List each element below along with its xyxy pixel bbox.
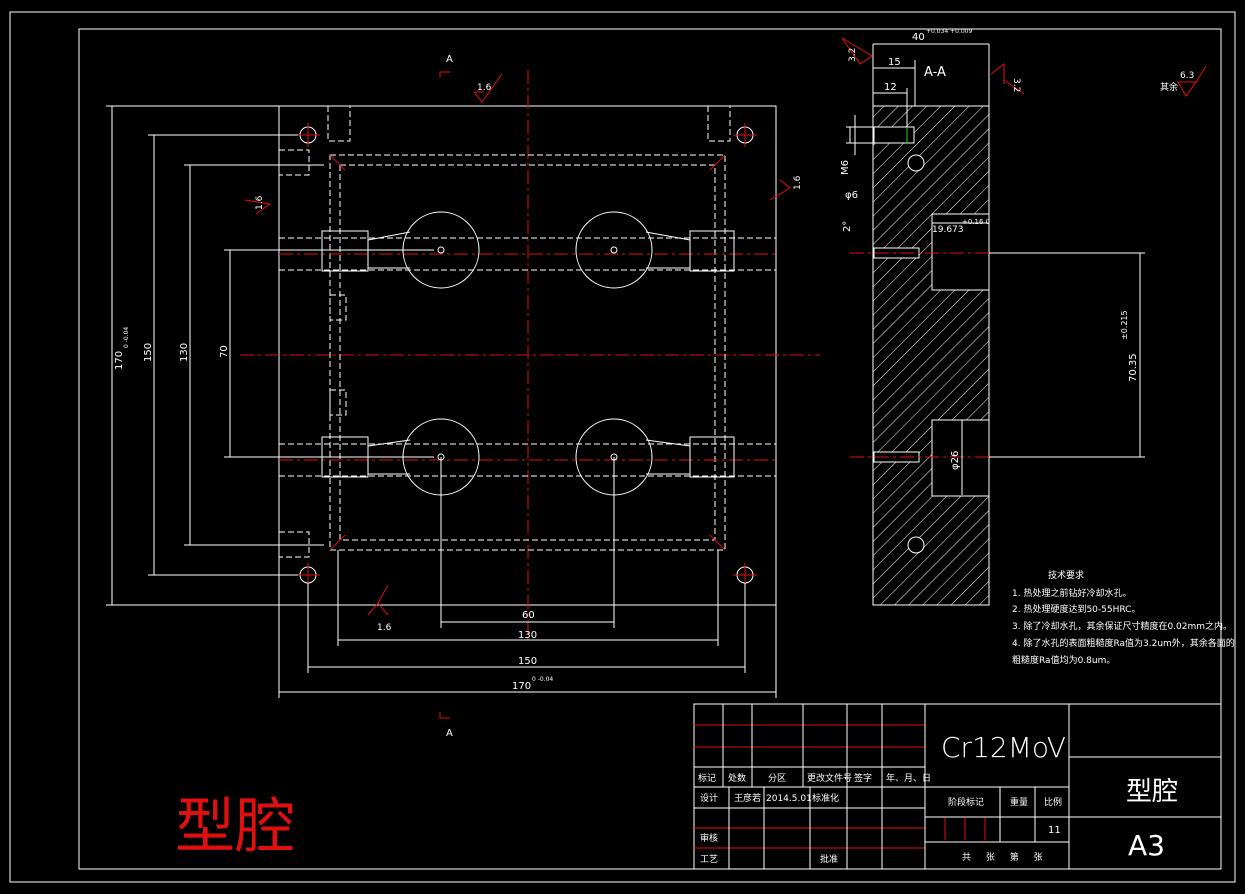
dim-phi26: φ26 — [950, 451, 961, 470]
surface-rest-value: 6.3 — [1180, 71, 1194, 81]
section-marker-bottom: A — [446, 728, 453, 739]
stage-label: 阶段标记 — [948, 796, 984, 808]
designer: 王彦若 — [734, 792, 761, 804]
outer-border — [9, 11, 1236, 883]
scale-label: 比例 — [1044, 796, 1062, 808]
title-block: 标记 处数 分区 更改文件号 签字 年、月、日 设计 王彦若 2014.5.01… — [693, 703, 1222, 870]
roughness-mark: 3.2 — [848, 48, 858, 62]
part-name: 型腔 — [1126, 777, 1178, 807]
tech-item: 3. 除了冷却水孔，其余保证尺寸精度在0.02mm之内。 — [1012, 620, 1232, 632]
tech-item: 2. 热处理硬度达到50-55HRC。 — [1012, 603, 1140, 615]
corner-hole — [733, 123, 757, 147]
tech-title: 技术要求 — [1048, 569, 1084, 581]
drawing-frame — [78, 28, 1222, 870]
weight-label: 重量 — [1010, 796, 1028, 808]
scale-value: 11 — [1048, 825, 1061, 836]
dim-170-bottom-tol: 0 -0.04 — [532, 676, 553, 683]
dim-130-left: 130 — [179, 343, 190, 362]
roughness-mark: 1.6 — [255, 195, 265, 210]
dim-60: 60 — [522, 610, 535, 621]
design-date: 2014.5.01 — [766, 794, 812, 804]
section-view-a-a: 40 +0.034 +0.009 15 12 A-A M6 φ6 2° 19.6… — [840, 28, 1207, 606]
sheets-label: 共 张 第 张 — [962, 851, 1049, 863]
dim-pitch-tol: ±0.215 — [1120, 310, 1129, 340]
tech-item: 粗糙度Ra值均为0.8um。 — [1012, 654, 1115, 666]
dim-m6: M6 — [840, 160, 851, 175]
dim-40: 40 — [912, 32, 925, 43]
section-label: A-A — [924, 65, 946, 80]
header-date: 年、月、日 — [886, 772, 931, 784]
tech-item: 4. 除了水孔的表面粗糙度Ra值为3.2um外，其余各面的 — [1012, 637, 1235, 649]
dim-depth: 19.673 — [932, 225, 964, 235]
section-marker-top: A — [446, 54, 453, 65]
review-label: 审核 — [700, 832, 718, 844]
surface-rest-label: 其余 — [1160, 81, 1178, 93]
big-title: 型腔 — [175, 792, 295, 862]
roughness-mark: 1.6 — [793, 175, 803, 190]
plan-view: 170 0 -0.04 150 130 70 60 130 150 170 0 … — [106, 54, 820, 739]
dim-150-left: 150 — [143, 343, 154, 362]
roughness-mark: 1.6 — [477, 83, 492, 93]
roughness-mark: 1.6 — [377, 623, 392, 633]
material: Cr12MoV — [941, 731, 1066, 764]
header-change-doc: 更改文件号 — [807, 772, 852, 784]
dim-170-left: 170 — [114, 351, 125, 370]
approve-label: 批准 — [820, 853, 838, 865]
dim-170-left-tol: 0 -0.04 — [123, 327, 130, 348]
dim-12: 12 — [884, 82, 897, 93]
sheet-size: A3 — [1128, 829, 1165, 862]
header-sign: 签字 — [854, 772, 872, 784]
process-label: 工艺 — [700, 854, 718, 865]
dim-150-bottom: 150 — [518, 656, 537, 667]
dim-170-bottom: 170 — [512, 681, 531, 692]
cavity — [575, 418, 691, 496]
dim-40-tol: +0.034 +0.009 — [926, 28, 972, 35]
dim-depth-tol: +0.16 0 — [962, 218, 990, 226]
standard-label: 标准化 — [812, 792, 839, 804]
cavity — [575, 211, 691, 289]
header-zone: 分区 — [768, 773, 786, 784]
roughness-mark: 3.2 — [1011, 78, 1021, 92]
dim-130-bottom: 130 — [518, 630, 537, 641]
dim-70-left: 70 — [219, 345, 230, 358]
dim-phi6: φ6 — [845, 190, 858, 201]
corner-hole — [296, 123, 320, 147]
design-label: 设计 — [700, 792, 718, 804]
header-mark: 标记 — [698, 772, 716, 784]
tech-item: 1. 热处理之前钻好冷却水孔。 — [1012, 587, 1131, 599]
dim-pitch: 70.35 — [1128, 353, 1139, 382]
dim-15: 15 — [888, 57, 901, 68]
tech-requirements: 技术要求 1. 热处理之前钻好冷却水孔。 2. 热处理硬度达到50-55HRC。… — [1012, 569, 1235, 666]
header-count: 处数 — [728, 772, 746, 784]
dim-angle: 2° — [842, 221, 853, 232]
